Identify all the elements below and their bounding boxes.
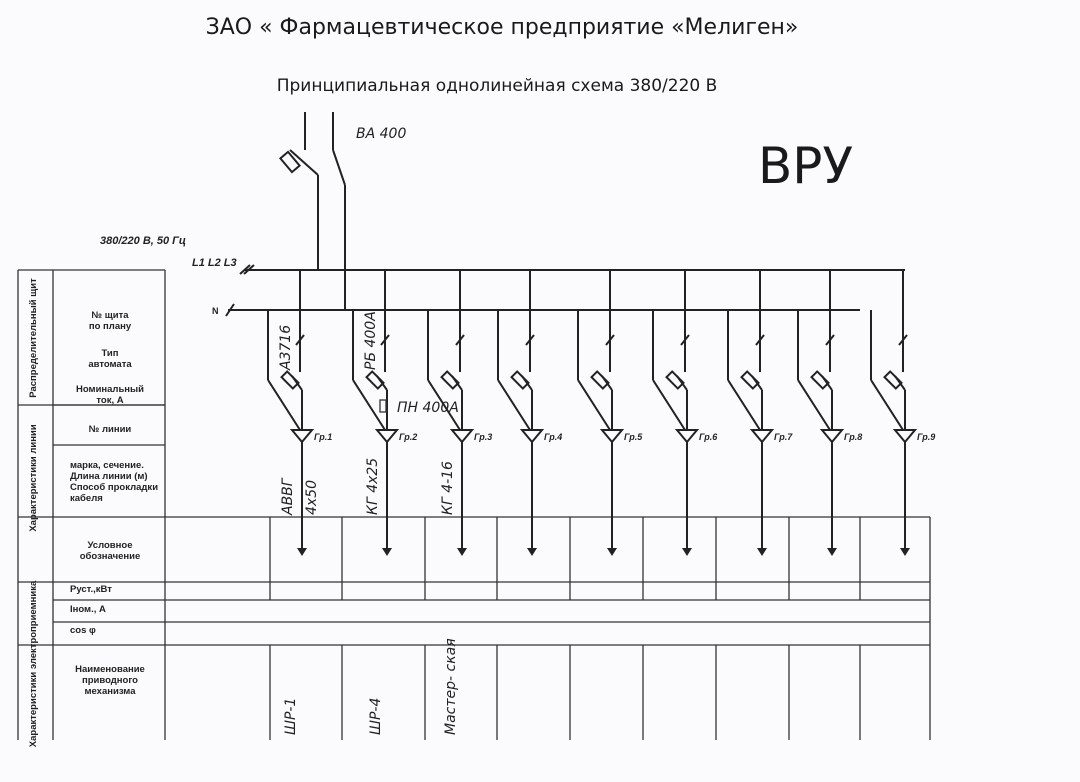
supply-label: 380/220 В, 50 Гц (100, 235, 186, 247)
document-title: ЗАО « Фармацевтическое предприятие «Мели… (206, 15, 799, 40)
feeder-group: Гр.8 (797, 270, 862, 556)
table-section-label: Распределительный щит (28, 278, 39, 398)
arrow-down-icon (682, 548, 692, 556)
feeder-group: Гр.4 (497, 270, 562, 556)
group-label: Гр.5 (624, 432, 643, 442)
arrow-down-icon (900, 548, 910, 556)
feeder-group: Гр.5 (577, 270, 643, 556)
document-subtitle: Принципиальная однолинейная схема 380/22… (277, 76, 718, 96)
table-row-label: cos φ (70, 625, 96, 636)
cable-end-icon (289, 429, 315, 444)
table-section-label: Характеристики линии (28, 424, 39, 532)
group-label: Гр.4 (544, 432, 562, 442)
cable-end-icon (449, 429, 475, 444)
neutral-label: N (212, 306, 219, 316)
cable-end-icon (819, 429, 845, 444)
group-label: Гр.1 (314, 432, 332, 442)
arrow-down-icon (382, 548, 392, 556)
group-label: Гр.2 (399, 432, 417, 442)
arrow-down-icon (457, 548, 467, 556)
feeder-text: Мастер- ская (443, 638, 459, 735)
feeder-text: АВВГ (280, 477, 296, 516)
cable-end-icon (892, 429, 918, 444)
cable-end-icon (519, 429, 545, 444)
panel-name: ВРУ (758, 137, 853, 195)
table-row-label: № линии (89, 424, 132, 435)
feeder-text: КГ 4х25 (365, 458, 381, 515)
group-label: Гр.8 (844, 432, 862, 442)
phases-label: L1 L2 L3 (192, 257, 237, 269)
arrow-down-icon (607, 548, 617, 556)
main-bus (225, 112, 905, 317)
arrow-down-icon (297, 548, 307, 556)
group-label: Гр.3 (474, 432, 492, 442)
group-label: Гр.6 (699, 432, 718, 442)
arrow-down-icon (827, 548, 837, 556)
group-label: Гр.9 (917, 432, 935, 442)
feeder-text: РБ 400А (363, 311, 379, 370)
table-section-label: Характеристики электроприемника (28, 580, 39, 747)
table-row-label: марка, сечение.Длина линии (м)Способ про… (70, 460, 158, 504)
feeder-text: 4х50 (304, 480, 320, 515)
arrow-down-icon (527, 548, 537, 556)
table-row-label: Руст.,кВт (70, 584, 112, 595)
feeder-group: Гр.9 (870, 270, 935, 556)
cable-end-icon (749, 429, 775, 444)
main-breaker-label: ВА 400 (356, 126, 406, 142)
feeder-group: Гр.6 (652, 270, 718, 556)
feeder-text: КГ 4-16 (440, 461, 456, 515)
feeder-text: ШР-1 (283, 698, 299, 735)
feeder-text: А3716 (278, 325, 294, 371)
feeder-group: Гр.7 (727, 270, 793, 556)
group-label: Гр.7 (774, 432, 793, 442)
feeder-text: ШР-4 (368, 698, 384, 735)
cable-end-icon (374, 429, 400, 444)
arrow-down-icon (757, 548, 767, 556)
cable-end-icon (599, 429, 625, 444)
cable-end-icon (674, 429, 700, 444)
table-row-label: Iном., А (70, 604, 106, 615)
